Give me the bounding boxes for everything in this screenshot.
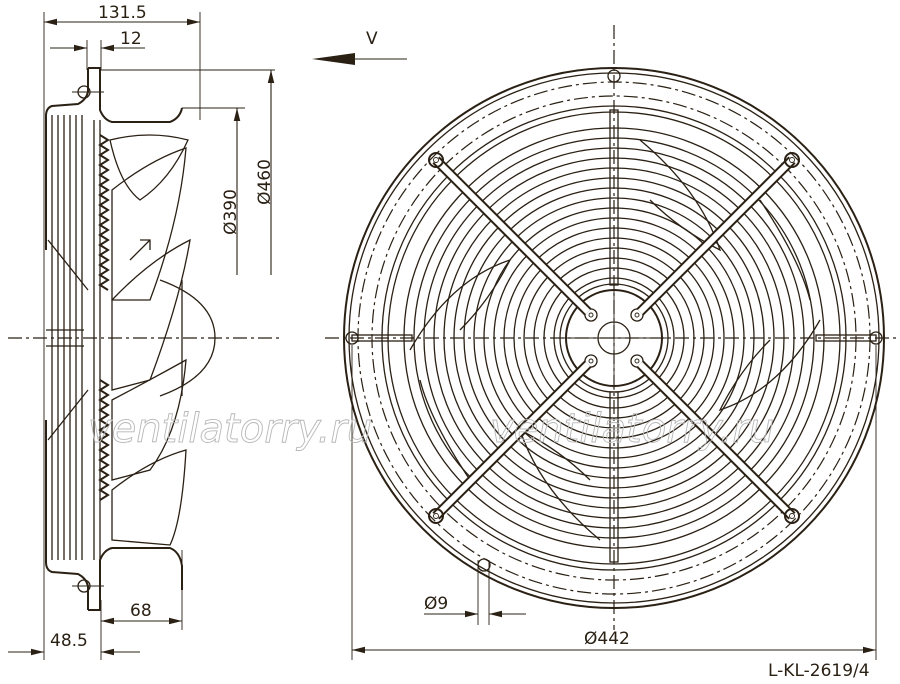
dim-overall-depth: 131.5 bbox=[98, 3, 147, 23]
dim-inner-diameter: Ø390 bbox=[221, 189, 241, 235]
watermark-left: ventilatorry.ru bbox=[88, 406, 372, 452]
front-view: Ø9 Ø442 bbox=[325, 25, 900, 660]
view-label: V bbox=[366, 29, 378, 49]
dim-motor-depth: 68 bbox=[130, 601, 152, 621]
watermark-right: ventilatorry.ru bbox=[490, 406, 774, 452]
dim-grille-depth: 48.5 bbox=[50, 631, 88, 651]
dim-flange-thickness: 12 bbox=[120, 29, 142, 49]
dim-bolt-circle: Ø442 bbox=[584, 629, 630, 649]
dim-outer-diameter: Ø460 bbox=[255, 159, 275, 205]
drawing-code: L-KL-2619/4 bbox=[768, 661, 870, 681]
side-view: 131.5 12 Ø390 Ø460 68 48.5 bbox=[8, 3, 280, 660]
grille-rings bbox=[403, 127, 825, 549]
grille-spokes bbox=[428, 152, 800, 524]
dim-hole-diameter: Ø9 bbox=[424, 594, 448, 614]
grille-side bbox=[46, 115, 89, 560]
blades-side bbox=[109, 134, 191, 546]
view-direction-arrow: V bbox=[312, 29, 407, 65]
